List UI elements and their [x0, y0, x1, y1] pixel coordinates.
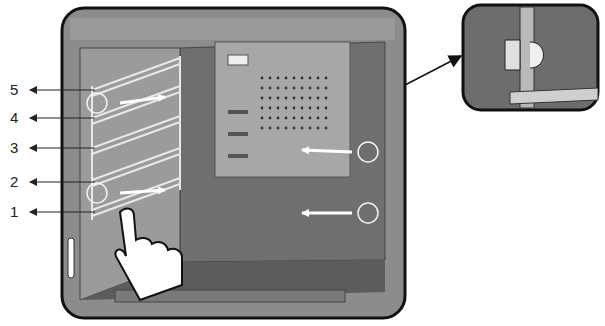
callout-number: 2: [10, 174, 18, 190]
inset-clip: [530, 42, 544, 68]
hinge-slot: [68, 238, 74, 278]
slot: [228, 110, 248, 114]
fan-cover: [215, 42, 350, 177]
callout-number: 5: [10, 82, 18, 98]
leader-lines: [30, 90, 95, 212]
callout-number: 3: [10, 140, 18, 156]
callout-number: 4: [10, 110, 18, 126]
direction-arrows: [120, 97, 352, 213]
lamp: [228, 55, 248, 65]
slot: [228, 154, 248, 158]
zoom-pointer: [405, 56, 461, 85]
inset-wire: [510, 88, 598, 104]
rack-guides: [92, 56, 180, 220]
slot: [228, 132, 248, 136]
hand-icon: [116, 209, 182, 300]
oven-frame: [62, 8, 405, 318]
back-wall: [180, 42, 385, 262]
inset-frame: [463, 5, 598, 110]
detail-circles: [87, 93, 378, 223]
callout-number: 1: [10, 204, 18, 220]
fan-holes: [261, 77, 328, 130]
top-panel: [70, 18, 395, 40]
inset-bracket: [505, 40, 520, 70]
